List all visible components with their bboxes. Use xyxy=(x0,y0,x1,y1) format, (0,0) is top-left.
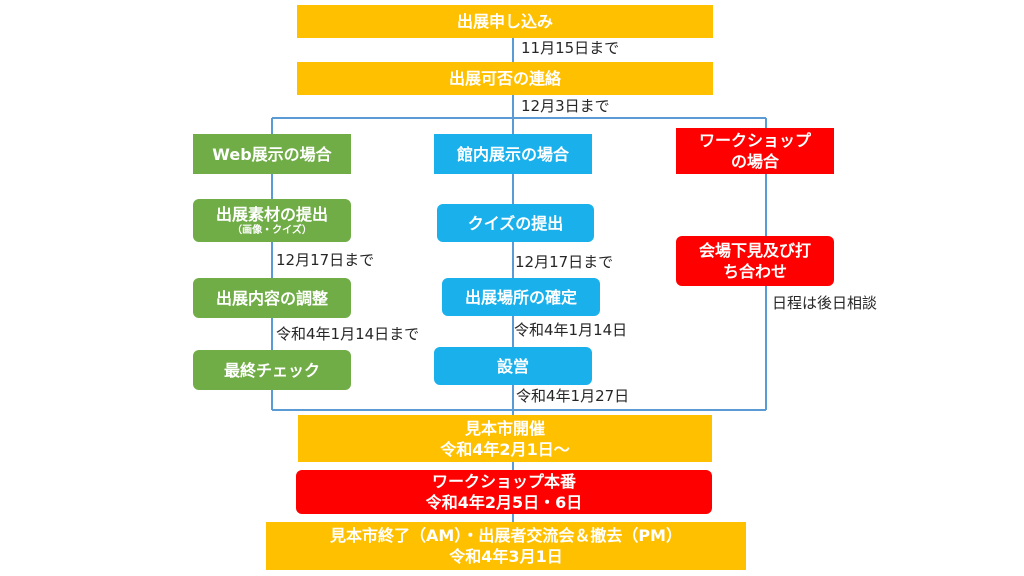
hall-quiz-label: クイズの提出 xyxy=(467,213,564,233)
hall-setup-date: 令和4年1月27日 xyxy=(516,387,630,405)
workshop-header-line2: の場合 xyxy=(730,152,779,171)
workshop-meeting-note: 日程は後日相談 xyxy=(772,294,878,312)
hall-location: 出展場所の確定 xyxy=(442,278,600,316)
workshop-header: ワークショップ の場合 xyxy=(676,128,834,174)
fair-closing: 見本市終了（AM）・出展者交流会＆撤去（PM） 令和4年3月1日 xyxy=(266,522,746,570)
hall-setup-label: 設営 xyxy=(496,356,529,376)
workshop-meeting: 会場下見及び打 ち合わせ xyxy=(676,236,834,286)
workshop-main-event: ワークショップ本番 令和4年2月5日・6日 xyxy=(296,470,712,514)
workshop-meeting-line2: ち合わせ xyxy=(722,262,787,281)
workshop-header-line1: ワークショップ xyxy=(698,131,811,150)
web-submit-label: 出展素材の提出 xyxy=(215,205,328,224)
web-submit: 出展素材の提出 （画像・クイズ） xyxy=(193,199,351,242)
workshop-main-date: 令和4年2月5日・6日 xyxy=(425,493,583,512)
web-final-check-label: 最終チェック xyxy=(223,360,320,380)
step-approval: 出展可否の連絡 xyxy=(297,62,713,95)
fair-opening-title: 見本市開催 xyxy=(464,418,545,438)
approval-deadline: 12月3日まで xyxy=(521,97,610,115)
hall-setup: 設営 xyxy=(434,347,592,385)
step-approval-label: 出展可否の連絡 xyxy=(448,69,561,88)
hall-location-date: 令和4年1月14日 xyxy=(514,321,628,339)
web-header: Web展示の場合 xyxy=(193,134,351,174)
web-header-label: Web展示の場合 xyxy=(212,144,332,164)
apply-deadline: 11月15日まで xyxy=(521,39,620,57)
web-submit-note: （画像・クイズ） xyxy=(232,225,312,236)
fair-opening-date: 令和4年2月1日～ xyxy=(440,439,570,459)
web-adjust: 出展内容の調整 xyxy=(193,278,351,318)
hall-quiz-deadline: 12月17日まで xyxy=(515,253,614,271)
fair-opening: 見本市開催 令和4年2月1日～ xyxy=(298,415,712,462)
hall-header-label: 館内展示の場合 xyxy=(456,144,569,164)
web-submit-deadline: 12月17日まで xyxy=(276,251,375,269)
web-final-check: 最終チェック xyxy=(193,350,351,390)
web-adjust-deadline: 令和4年1月14日まで xyxy=(276,325,420,343)
fair-closing-title: 見本市終了（AM）・出展者交流会＆撤去（PM） xyxy=(330,526,682,545)
step-apply-label: 出展申し込み xyxy=(456,12,553,31)
web-adjust-label: 出展内容の調整 xyxy=(215,288,328,308)
workshop-main-title: ワークショップ本番 xyxy=(431,472,576,491)
hall-quiz: クイズの提出 xyxy=(437,204,594,242)
step-apply: 出展申し込み xyxy=(297,5,713,38)
workshop-meeting-line1: 会場下見及び打 xyxy=(698,241,811,260)
hall-location-label: 出展場所の確定 xyxy=(464,287,577,307)
fair-closing-date: 令和4年3月1日 xyxy=(449,547,563,566)
hall-header: 館内展示の場合 xyxy=(434,134,592,174)
